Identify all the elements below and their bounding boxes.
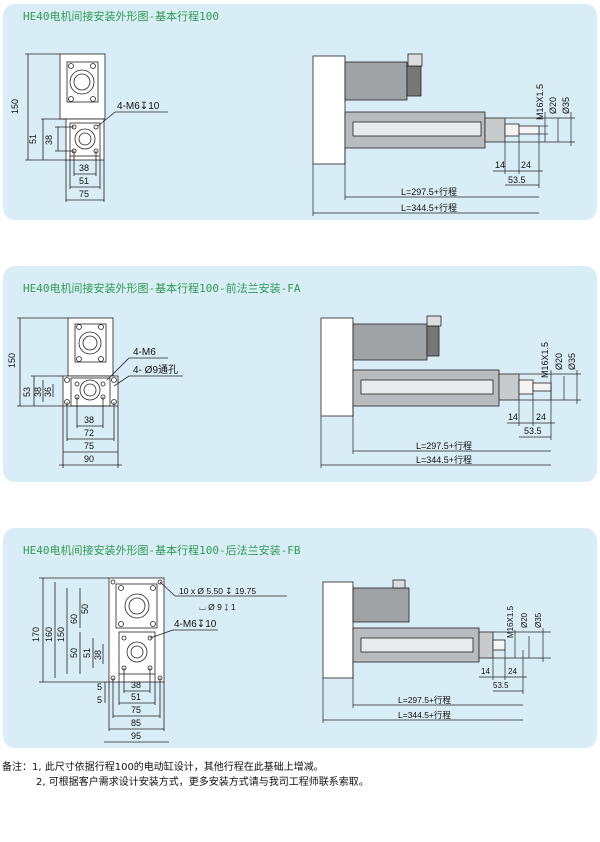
dim-53-5: 53.5: [508, 175, 526, 185]
dim-5-bottom: 5: [97, 695, 102, 705]
note-2: 2, 可根据客户需求设计安装方式，更多安装方式请与我司工程师联系索取。: [36, 777, 369, 788]
dim-36-vert: 36: [43, 387, 53, 397]
footnotes: 备注：1, 此尺寸依据行程100的电动缸设计，其他行程在此基础上增减。 2, 可…: [2, 760, 369, 790]
dim-24: 24: [536, 412, 546, 422]
thread-rod: M16X1.5: [540, 342, 550, 378]
dim-95: 95: [131, 731, 141, 741]
dim-5-top: 5: [97, 682, 102, 692]
dim-150: 150: [7, 353, 17, 368]
dim-38-vert: 38: [33, 387, 43, 397]
thread-rod: M16X1.5: [506, 605, 515, 638]
drawing-panel-fb: HE40电机间接安装外形图-基本行程100-后法兰安装-FB: [3, 528, 597, 748]
dim-24: 24: [508, 667, 517, 676]
dim-72: 72: [84, 428, 94, 438]
dim-53-5: 53.5: [493, 681, 509, 690]
dim-75: 75: [79, 189, 89, 199]
dim-150: 150: [56, 627, 66, 642]
dim-51: 51: [131, 692, 141, 702]
dim-53: 53: [22, 387, 32, 397]
cbore-spec: ⌴ Ø 9 ↧ 1: [199, 602, 236, 612]
dim-14: 14: [508, 412, 518, 422]
dia-20: Ø20: [520, 612, 529, 628]
dim-160: 160: [44, 627, 54, 642]
note-1: 备注：1, 此尺寸依据行程100的电动缸设计，其他行程在此基础上增减。: [2, 762, 324, 773]
dim-50-bottom: 50: [69, 648, 79, 658]
dim-60: 60: [69, 614, 79, 624]
drawing-panel-fa: HE40电机间接安装外形图-基本行程100-前法兰安装-FA: [3, 266, 597, 482]
dim-150: 150: [10, 99, 20, 114]
fb-drawing: 170 160 150 50 60 50 51 38 5 5 38 51 75 …: [31, 577, 551, 743]
dim-38-vert: 38: [93, 650, 103, 660]
dim-51: 51: [28, 134, 38, 144]
dim-85: 85: [131, 718, 141, 728]
dim-14: 14: [481, 667, 490, 676]
fa-drawing: 150 53 38 36 38 72 75 90 4-M6 4- Ø9通孔: [7, 315, 581, 468]
dim-38: 38: [84, 415, 94, 425]
length-344: L=344.5+行程: [401, 202, 457, 213]
length-297: L=297.5+行程: [398, 695, 451, 705]
length-344: L=344.5+行程: [416, 454, 472, 465]
dia-20: Ø20: [554, 353, 564, 370]
dim-24: 24: [521, 160, 531, 170]
dim-75: 75: [84, 441, 94, 451]
dim-51-vert: 51: [82, 648, 92, 658]
dim-53-5: 53.5: [524, 426, 542, 436]
dim-51-horiz: 51: [79, 176, 89, 186]
dim-170: 170: [31, 627, 41, 642]
dim-38: 38: [79, 163, 89, 173]
dia-35: Ø35: [561, 97, 571, 114]
dia-35: Ø35: [567, 353, 577, 370]
length-297: L=297.5+行程: [416, 440, 472, 451]
basic-drawing: 150 51 38 38 51 75 4-M6↧10: [10, 53, 575, 216]
dia-20: Ø20: [548, 97, 558, 114]
drawing-panel-basic: HE40电机间接安装外形图-基本行程100: [3, 4, 597, 220]
hole-callout: 4- Ø9通孔: [133, 364, 178, 376]
dim-14: 14: [495, 160, 505, 170]
panel-title: HE40电机间接安装外形图-基本行程100-后法兰安装-FB: [23, 544, 301, 557]
holes-spec: 10 x Ø 5.50 ↧ 19.75: [179, 586, 256, 596]
thread-callout: 4-M6↧10: [174, 619, 217, 630]
length-344: L=344.5+行程: [398, 710, 451, 720]
dim-50-top: 50: [80, 604, 90, 614]
dim-90: 90: [84, 454, 94, 464]
panel-title: HE40电机间接安装外形图-基本行程100: [23, 10, 219, 23]
length-297: L=297.5+行程: [401, 186, 457, 197]
thread-callout: 4-M6: [133, 347, 156, 358]
thread-rod: M16X1.5: [535, 84, 545, 120]
dim-38-vert: 38: [44, 135, 54, 145]
panel-title: HE40电机间接安装外形图-基本行程100-前法兰安装-FA: [23, 282, 301, 295]
dia-35: Ø35: [534, 612, 543, 628]
dim-75: 75: [131, 705, 141, 715]
thread-callout: 4-M6↧10: [117, 101, 160, 112]
dim-38: 38: [131, 680, 141, 690]
